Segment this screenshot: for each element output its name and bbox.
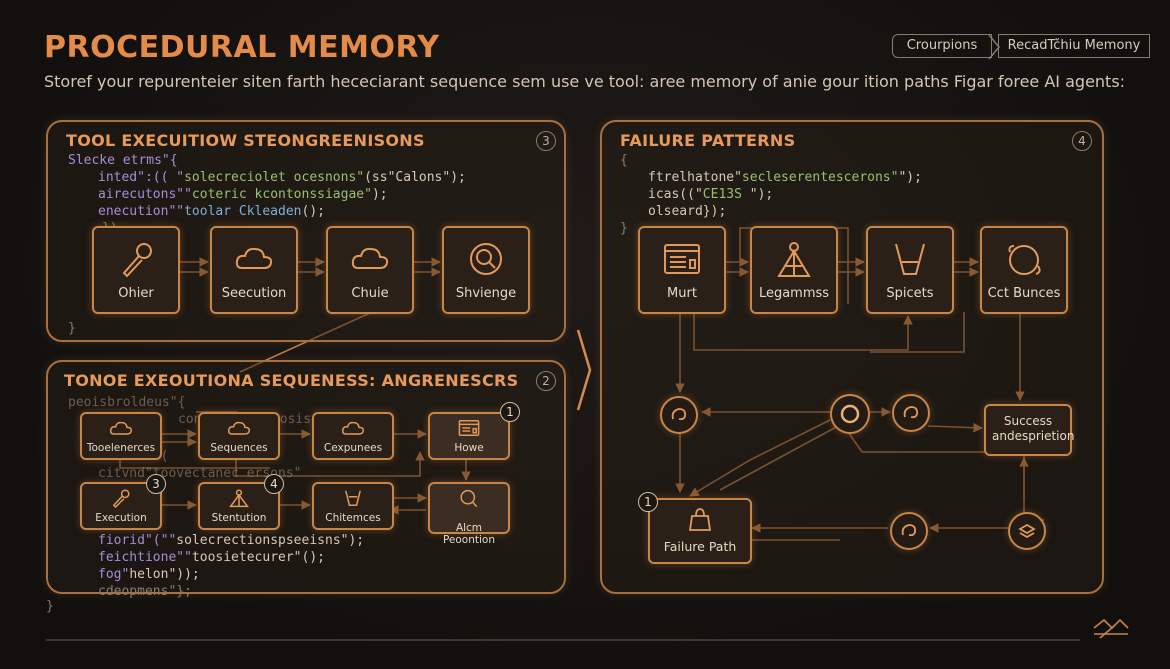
node-ohier[interactable]: Ohier: [92, 226, 180, 314]
cloud-icon: [227, 421, 251, 435]
panel-number: 2: [536, 371, 556, 391]
cloud-icon: [351, 247, 389, 269]
code-closing-brace: }: [46, 599, 54, 614]
swirl-node-icon[interactable]: [660, 396, 698, 434]
node-alcm-peoontion[interactable]: Alcm Peoontion: [428, 482, 510, 546]
node-shvienge[interactable]: Shvienge: [442, 226, 530, 314]
panel-sequences: [46, 360, 566, 594]
node-tooelenerces[interactable]: Tooelenerces: [80, 412, 162, 460]
wrench-icon: [122, 243, 152, 278]
pyramid-icon: [777, 242, 811, 277]
code-snippet: Slecke etrms"{ inted":(( "solecreciolet …: [68, 153, 466, 236]
cloud-icon: [109, 421, 133, 435]
node-success[interactable]: Success andesprietion: [984, 404, 1075, 456]
hub-node-icon[interactable]: [830, 394, 870, 434]
node-label: Cexpunees: [323, 442, 383, 454]
pyramid-icon: [229, 489, 249, 508]
node-seecution[interactable]: Seecution: [210, 226, 298, 314]
breadcrumb-chevron-icon: [988, 34, 1000, 60]
panel-number: 3: [536, 131, 556, 151]
panel-failure-patterns-title: FAILURE PATTERNS: [620, 131, 796, 150]
node-murt[interactable]: Murt: [638, 226, 726, 314]
node-label: Cct Bunces: [987, 286, 1061, 301]
node-label: Chitemces: [325, 512, 381, 524]
step-badge: 4: [264, 474, 284, 494]
node-label: Tooelenerces: [86, 442, 156, 454]
node-label: Spicets: [886, 286, 934, 301]
node-label: Seecution: [221, 286, 287, 301]
node-label: Legammss: [758, 286, 830, 301]
node-label: Stentution: [211, 512, 267, 524]
swirl-node-icon[interactable]: [890, 512, 928, 550]
node-legammss[interactable]: Legammss: [750, 226, 838, 314]
bag-icon: [688, 508, 712, 531]
corner-logo-icon: [1093, 618, 1129, 639]
page-subtitle: Storef your repurenteier siten farth hec…: [44, 72, 1126, 91]
node-label: Shvienge: [455, 286, 517, 301]
glass-icon: [895, 243, 925, 275]
node-label: Ohier: [118, 286, 154, 301]
swirl-node-icon[interactable]: [892, 394, 930, 432]
breadcrumb-item[interactable]: Crourpions: [892, 34, 992, 58]
code-closing-brace: }: [68, 321, 76, 336]
node-label: Howe: [454, 442, 484, 454]
node-label: Murt: [667, 286, 697, 301]
code-snippet: { ftrelhatone"secleserentescerons""); ic…: [620, 153, 922, 236]
node-label: Chuie: [351, 286, 389, 301]
node-chitemces[interactable]: Chitemces: [312, 482, 394, 530]
failure-label: Failure Path: [663, 539, 737, 554]
cloud-icon: [341, 421, 365, 435]
node-howe[interactable]: Howe: [428, 412, 510, 460]
node-sequences[interactable]: Sequences: [198, 412, 280, 460]
node-chuie[interactable]: Chuie: [326, 226, 414, 314]
panel-number: 4: [1072, 131, 1092, 151]
magnifier-icon: [460, 489, 478, 508]
step-badge: 1: [500, 402, 520, 422]
stack-node-icon[interactable]: [1008, 512, 1046, 550]
panel-tool-execution-title: TOOL EXECUITIOW STEONGREENISONS: [66, 131, 425, 150]
node-spicets[interactable]: Spicets: [866, 226, 954, 314]
glass-icon: [345, 490, 361, 506]
step-badge: 3: [146, 474, 166, 494]
magnifier-icon: [470, 243, 502, 275]
wrench-icon: [112, 489, 130, 508]
node-cct-bunces[interactable]: Cct Bunces: [980, 226, 1068, 314]
node-cexpunees[interactable]: Cexpunees: [312, 412, 394, 460]
breadcrumb-item-current[interactable]: RecadTčhiu Memony: [998, 34, 1150, 58]
browser-icon: [458, 420, 480, 436]
browser-icon: [664, 244, 700, 274]
cloud-icon: [235, 247, 273, 269]
panel-sequences-title: TONOE EXEOUTIONA SEQUENESS: ANGRENESCRS: [64, 371, 519, 390]
node-label: Execution: [95, 512, 147, 524]
success-label: Success andesprietion: [992, 414, 1075, 443]
node-failure-path[interactable]: Failure Path: [648, 498, 752, 564]
node-label: Alcm Peoontion: [442, 522, 496, 546]
node-label: Sequences: [210, 442, 268, 454]
page-title: PROCEDURAL MEMORY: [44, 30, 440, 65]
code-snippet: fiorid"(""solecrectionspseeisns"); feich…: [98, 533, 365, 599]
step-badge: 1: [638, 492, 658, 512]
ring-icon: [1008, 245, 1041, 275]
